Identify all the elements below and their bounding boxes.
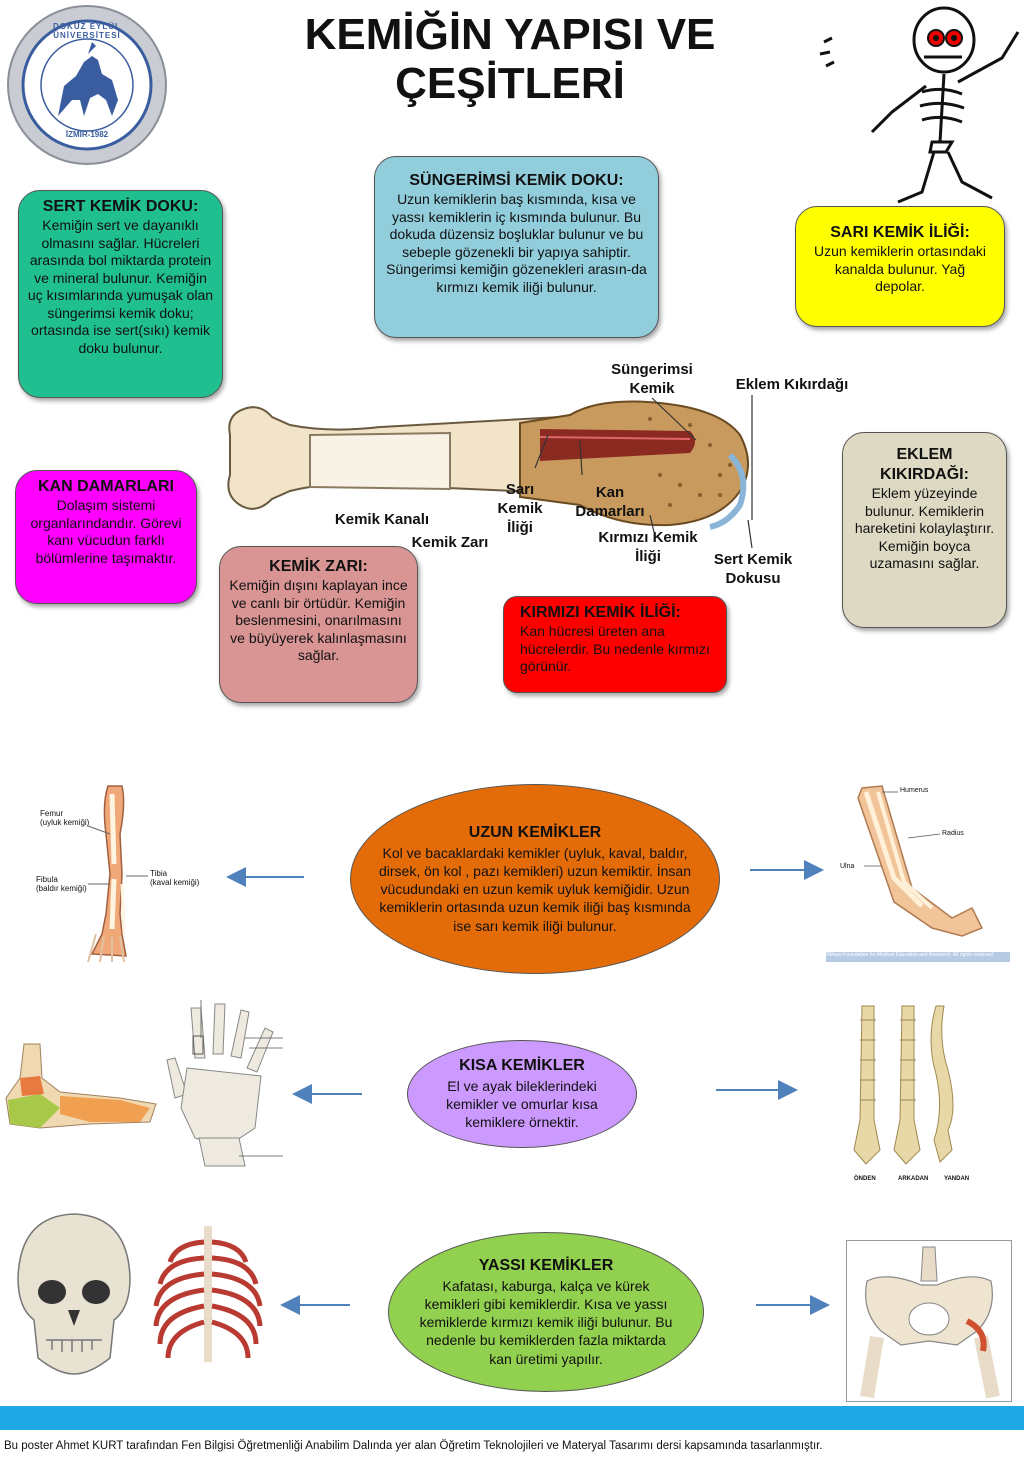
leg-label-tibia-tr: (kaval kemiği)	[150, 877, 200, 887]
footer-credit: Bu poster Ahmet KURT tarafından Fen Bilg…	[4, 1440, 823, 1452]
yassi-heading: YASSI KEMİKLER	[478, 1257, 614, 1275]
box-sari-kemik-iligi: SARI KEMİK İLİĞİ: Uzun kemiklerin ortası…	[795, 206, 1005, 327]
leg-label-femur: Femur (uyluk kemiği)	[40, 809, 90, 828]
logo-text-top: DOKUZ EYLÜL ÜNİVERSİTESİ	[53, 22, 121, 40]
spine-illustration: ÖNDEN ARKADAN YANDAN	[840, 1000, 990, 1190]
leg-label-tibia: Tibia (kaval kemiği)	[150, 869, 200, 888]
leg-label-fibula: Fibula (baldır kemiği)	[36, 875, 87, 894]
box-sert-kemik-doku: SERT KEMİK DOKU: Kemiğin sert ve dayanık…	[18, 190, 223, 398]
leg-label-fibula-name: Fibula	[36, 875, 58, 884]
logo-text-bottom: İZMİR-1982	[65, 130, 109, 139]
arrows-layer	[226, 860, 830, 1315]
box-sari-heading: SARI KEMİK İLİĞİ:	[830, 224, 970, 241]
box-kirmizi-heading: KIRMIZI KEMİK İLİĞİ:	[520, 604, 681, 621]
box-sungerimsi-heading: SÜNGERİMSİ KEMİK DOKU:	[409, 172, 624, 189]
box-eklem-heading: EKLEM KIKIRDAĞI:	[880, 446, 969, 483]
pelvis-illustration	[846, 1240, 1012, 1402]
leg-bones-illustration: Femur (uyluk kemiği) Fibula (baldır kemi…	[30, 784, 230, 964]
spine-label-arkadan: ARKADAN	[898, 1176, 929, 1182]
ellipse-kisa-kemikler: KISA KEMİKLER El ve ayak bileklerindeki …	[407, 1040, 637, 1148]
label-sari-kemik-iligi: Sarı Kemik İliği	[497, 481, 543, 536]
label-sert-kemik-dokusu: Sert Kemik Dokusu	[713, 551, 793, 587]
leg-label-fibula-tr: (baldır kemiği)	[36, 883, 87, 893]
uzun-heading: UZUN KEMİKLER	[468, 824, 602, 842]
label-kan-damarlari: Kan Damarları	[575, 484, 645, 520]
box-sungerimsi-body: Uzun kemiklerin baş kısmında, kısa ve ya…	[386, 191, 647, 295]
long-bone-diagram	[220, 395, 770, 535]
yassi-body: Kafatası, kaburga, kalça ve kürek kemikl…	[419, 1277, 673, 1367]
box-eklem-kikirdagi: EKLEM KIKIRDAĞI: Eklem yüzeyinde bulunur…	[842, 432, 1007, 628]
university-logo: DOKUZ EYLÜL ÜNİVERSİTESİ İZMİR-1982	[6, 4, 168, 166]
arm-label-ulna: Ulna	[840, 863, 855, 870]
skull-illustration	[10, 1208, 138, 1378]
box-sari-body: Uzun kemiklerin ortasındaki kanalda bulu…	[814, 243, 986, 294]
title-line-2: ÇEŞİTLERİ	[395, 59, 625, 109]
kisa-heading: KISA KEMİKLER	[459, 1057, 585, 1075]
uzun-body: Kol ve bacaklardaki kemikler (uyluk, kav…	[379, 844, 692, 934]
box-kan-body: Dolaşım sistemi organlarındandır. Görevi…	[30, 497, 182, 566]
title-line-1: KEMİĞİN YAPISI VE	[304, 10, 716, 59]
box-zar-body: Kemiğin dışını kaplayan ince ve canlı bi…	[229, 577, 408, 663]
box-kan-damarlari: KAN DAMARLARI Dolaşım sistemi organların…	[15, 470, 197, 604]
box-zar-heading: KEMİK ZARI:	[269, 558, 368, 575]
label-kemik-zari: Kemik Zarı	[411, 534, 489, 551]
arm-label-humerus: Humerus	[900, 787, 929, 794]
leg-label-tibia-name: Tibia	[150, 869, 168, 878]
ribcage-illustration	[146, 1222, 270, 1390]
label-kemik-kanali: Kemik Kanalı	[334, 511, 430, 528]
ellipse-uzun-kemikler: UZUN KEMİKLER Kol ve bacaklardaki kemikl…	[350, 784, 720, 974]
foot-bones-illustration	[0, 1038, 160, 1138]
box-kirmizi-body: Kan hücresi üreten ana hücrelerdir. Bu n…	[520, 623, 710, 674]
kisa-body: El ve ayak bileklerindeki kemikler ve om…	[446, 1078, 598, 1131]
box-eklem-body: Eklem yüzeyinde bulunur. Kemiklerin hare…	[854, 485, 995, 571]
hand-bones-illustration	[165, 998, 290, 1168]
arm-label-radius: Radius	[942, 830, 964, 837]
box-sungerimsi-kemik-doku: SÜNGERİMSİ KEMİK DOKU: Uzun kemiklerin b…	[374, 156, 659, 338]
arm-credit: ©Mayo Foundation for Medical Education a…	[826, 952, 1010, 962]
label-eklem-kikirdagi: Eklem Kıkırdağı	[735, 376, 849, 393]
ellipse-yassi-kemikler: YASSI KEMİKLER Kafatası, kaburga, kalça …	[388, 1232, 704, 1392]
spine-label-onden: ÖNDEN	[854, 1176, 876, 1182]
leg-label-femur-name: Femur	[40, 809, 64, 818]
spine-label-yandan: YANDAN	[944, 1176, 970, 1182]
page-title: KEMİĞİN YAPISI VE ÇEŞİTLERİ	[230, 10, 790, 109]
footer-bar	[0, 1406, 1024, 1430]
box-sert-body: Kemiğin sert ve dayanıklı olmasını sağla…	[27, 217, 214, 356]
box-sert-heading: SERT KEMİK DOKU:	[42, 198, 199, 215]
leg-label-femur-tr: (uyluk kemiği)	[40, 817, 90, 827]
dancing-skeleton-illustration	[812, 2, 1024, 212]
box-kirmizi-kemik-iligi: KIRMIZI KEMİK İLİĞİ: Kan hücresi üreten …	[503, 596, 727, 693]
box-kemik-zari: KEMİK ZARI: Kemiğin dışını kaplayan ince…	[219, 546, 418, 703]
box-kan-heading: KAN DAMARLARI	[38, 478, 174, 495]
label-pointer-lines	[534, 395, 753, 549]
label-kirmizi-kemik-iligi: Kırmızı Kemik İliği	[598, 529, 698, 565]
arm-bones-illustration: Humerus Radius Ulna ©Mayo Foundation for…	[822, 778, 1012, 964]
label-sungerimsi-kemik: Süngerimsi Kemik	[611, 361, 693, 397]
